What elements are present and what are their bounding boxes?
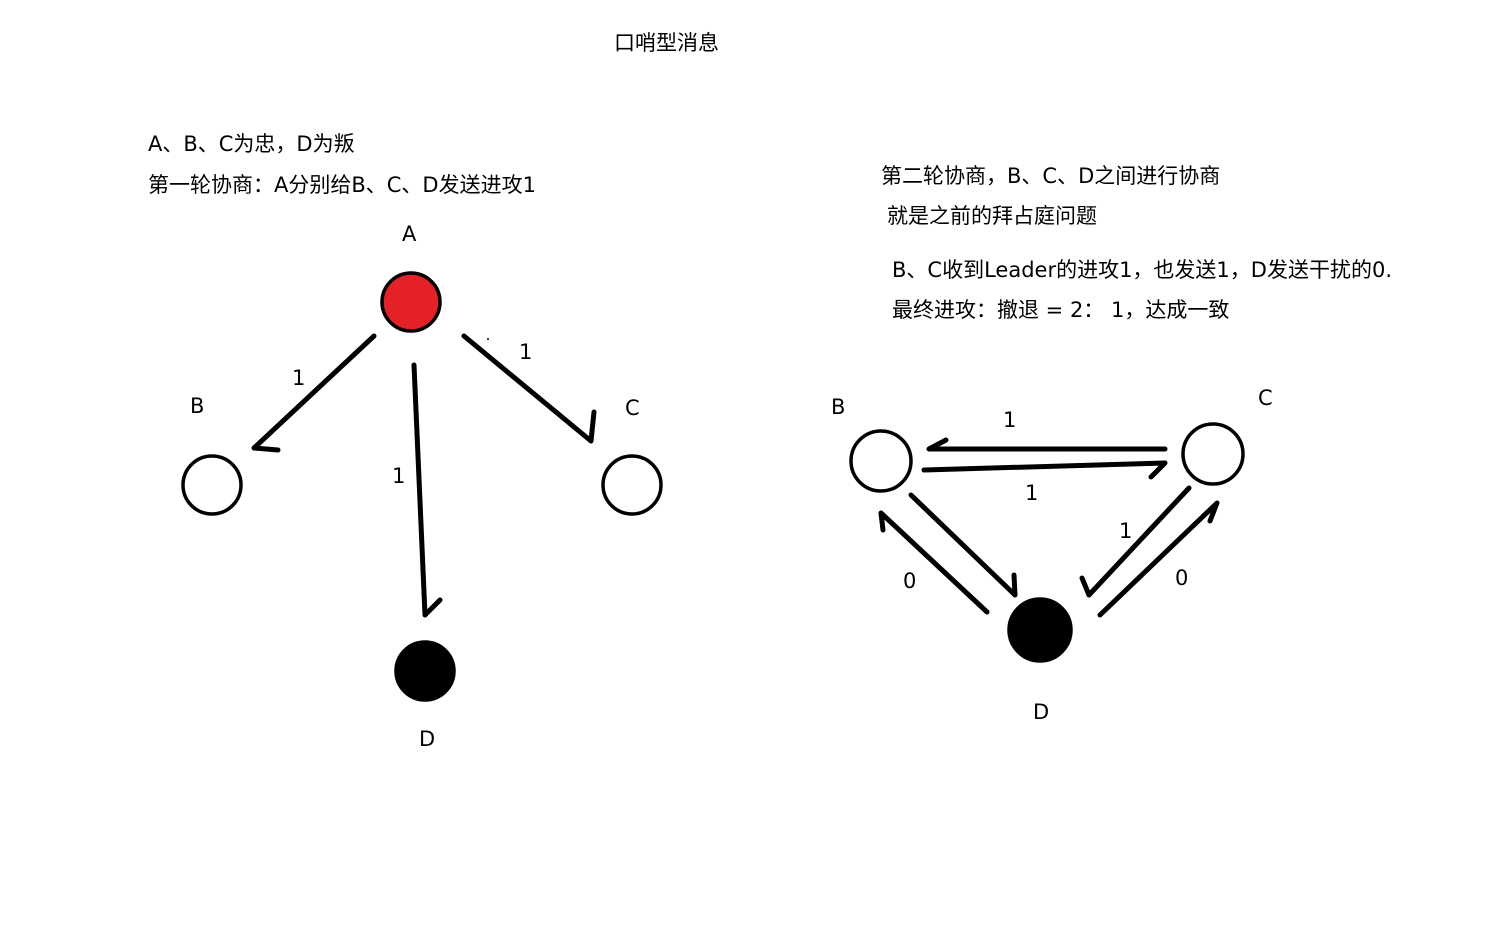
round1-edge-a-d-arrow xyxy=(411,362,443,618)
round2-edge-labels: 1 1 1 0 0 xyxy=(903,408,1188,593)
round1-edge-labels: 1 1 1 xyxy=(292,340,532,488)
round2-graph: 1 1 1 0 0 B C D xyxy=(831,386,1273,724)
round2-edge-c-b-arrow xyxy=(926,437,1168,452)
round2-nodes xyxy=(849,422,1245,663)
round2-node-c-label: C xyxy=(1258,386,1273,410)
round2-edge-d-b-label: 0 xyxy=(903,569,916,593)
round2-note-result: 最终进攻：撤退 = 2： 1，达成一致 xyxy=(892,298,1229,322)
round1-node-a xyxy=(380,271,442,333)
round1-edge-a-b-label: 1 xyxy=(292,366,305,390)
round1-edge-a-d-label: 1 xyxy=(392,464,405,488)
round1-notes: A、B、C为忠，D为叛 第一轮协商：A分别给B、C、D发送进攻1 xyxy=(148,132,536,197)
round2-edge-b-c-label: 1 xyxy=(1025,481,1038,505)
round2-node-c xyxy=(1181,422,1245,486)
round2-edge-d-c-label: 0 xyxy=(1175,566,1188,590)
round1-note-roles: A、B、C为忠，D为叛 xyxy=(148,132,355,156)
round1-node-c-label: C xyxy=(625,396,640,420)
round1-edge-a-b-arrow xyxy=(251,333,377,453)
round2-edge-d-b-arrow xyxy=(878,510,990,615)
round2-edge-c-d-arrow xyxy=(1079,485,1192,598)
round2-note-second-round: 第二轮协商，B、C、D之间进行协商 xyxy=(881,164,1220,188)
round1-node-a-label: A xyxy=(402,222,417,246)
round2-edge-b-d-arrow xyxy=(908,492,1018,598)
round1-node-d xyxy=(394,640,456,702)
round2-node-b-label: B xyxy=(831,395,845,419)
stray-dot xyxy=(487,338,489,340)
round1-graph: 1 1 1 A B C D xyxy=(181,222,663,751)
round2-node-b xyxy=(849,429,913,493)
round1-edge-a-c-label: 1 xyxy=(519,340,532,364)
round1-node-d-label: D xyxy=(419,727,435,751)
round1-nodes xyxy=(181,271,663,702)
round2-note-messages: B、C收到Leader的进攻1，也发送1，D发送干扰的0. xyxy=(892,258,1392,282)
round1-node-c xyxy=(601,454,663,516)
round2-edge-c-b-label: 1 xyxy=(1003,408,1016,432)
round2-node-labels: B C D xyxy=(831,386,1273,724)
round1-edges xyxy=(251,333,597,618)
round1-node-labels: A B C D xyxy=(190,222,640,751)
round2-edge-b-c-arrow xyxy=(921,460,1168,480)
diagram-title: 口哨型消息 xyxy=(614,31,719,55)
round1-node-b-label: B xyxy=(190,394,204,418)
round1-node-b xyxy=(181,454,243,516)
round2-edge-c-d-label: 1 xyxy=(1119,519,1132,543)
round1-edge-a-c-arrow xyxy=(461,333,597,444)
round1-note-first-round: 第一轮协商：A分别给B、C、D发送进攻1 xyxy=(148,173,536,197)
round2-node-d xyxy=(1007,597,1073,663)
round2-node-d-label: D xyxy=(1033,700,1049,724)
round2-edges xyxy=(878,437,1220,618)
round2-notes: 第二轮协商，B、C、D之间进行协商 就是之前的拜占庭问题 B、C收到Leader… xyxy=(881,164,1392,322)
round2-note-byzantine: 就是之前的拜占庭问题 xyxy=(887,204,1097,228)
round2-edge-d-c-arrow xyxy=(1097,500,1220,618)
